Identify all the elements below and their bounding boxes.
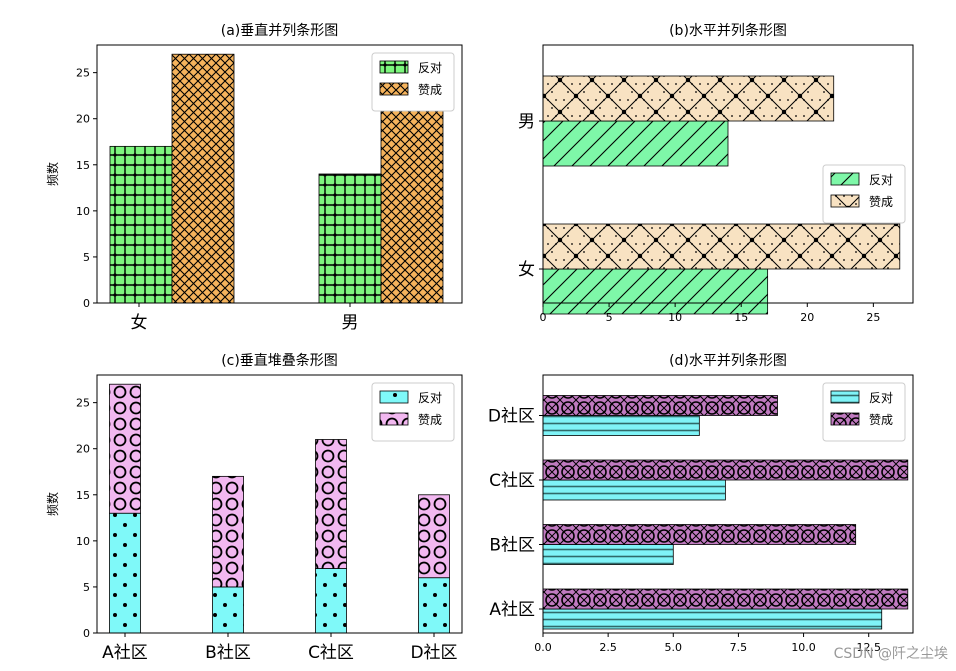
axes-frame-d: [542, 374, 914, 634]
ytick-label-a-5: 25: [76, 67, 90, 80]
ytick-label-d-0: A社区: [489, 600, 535, 620]
ytick-label-a-2: 10: [76, 205, 90, 218]
ytick-label-a-3: 15: [76, 159, 90, 172]
bar-b-1-0: [542, 223, 901, 270]
legend-swatch-d-1: [830, 412, 860, 426]
bar-c-0-2: [315, 568, 347, 634]
bar-d-0-2: [542, 479, 726, 501]
chart-title-b: (b)水平并列条形图: [669, 22, 787, 39]
xtick-label-c-2: C社区: [308, 643, 354, 663]
bar-a-1-0: [171, 53, 235, 304]
axes-frame-a: [96, 44, 463, 304]
legend-label-c-1: 赞成: [418, 413, 442, 427]
xtick-label-d-4: 10.0: [791, 641, 816, 654]
xtick-label-d-1: 2.5: [599, 641, 617, 654]
legend-label-b-0: 反对: [869, 173, 893, 187]
legend-swatch-a-0: [379, 60, 409, 74]
bar-c-0-1: [212, 586, 244, 634]
legend-label-d-1: 赞成: [869, 413, 893, 427]
subplot-d: (d)水平并列条形图 0.0 2.5 5.0 7.5 10.0 12.5 A社区 B社区 C社区 D…: [488, 352, 914, 654]
xtick-label-d-0: 0.0: [534, 641, 552, 654]
ytick-label-d-3: D社区: [488, 407, 535, 427]
ytick-label-b-1: 男: [518, 112, 535, 132]
bar-a-1-1: [380, 99, 444, 304]
xtick-label-b-3: 15: [734, 311, 748, 324]
ytick-label-a-0: 0: [83, 297, 90, 310]
legend-label-a-0: 反对: [418, 61, 442, 75]
ytick-label-a-4: 20: [76, 113, 90, 126]
xtick-label-c-3: D社区: [410, 643, 457, 663]
bar-b-0-0: [542, 268, 769, 315]
bar-c-1-2: [315, 439, 347, 569]
bar-b-1-1: [542, 75, 835, 122]
legend-label-d-0: 反对: [869, 391, 893, 405]
bar-b-0-1: [542, 120, 729, 167]
bar-c-0-0: [109, 512, 141, 634]
ylabel-a: 频数: [45, 162, 60, 186]
bar-d-0-0: [542, 608, 883, 630]
ytick-label-c-3: 15: [76, 489, 90, 502]
ytick-label-d-1: B社区: [489, 536, 535, 556]
legend-swatch-d-0: [830, 390, 860, 404]
legend-swatch-a-1: [379, 82, 409, 96]
xtick-label-b-4: 20: [800, 311, 814, 324]
xtick-label-d-2: 5.0: [665, 641, 683, 654]
watermark-text: CSDN @阡之尘埃: [834, 646, 948, 662]
xtick-label-b-2: 10: [668, 311, 682, 324]
bar-d-1-1: [542, 524, 857, 545]
bar-d-1-3: [542, 395, 778, 416]
axes-frame-c: [96, 374, 463, 634]
ytick-label-c-1: 5: [83, 581, 90, 594]
bar-c-1-3: [418, 494, 450, 579]
legend-swatch-c-1: [379, 412, 409, 426]
ytick-label-c-4: 20: [76, 443, 90, 456]
bar-d-0-3: [542, 415, 700, 436]
chart-title-a: (a)垂直并列条形图: [221, 22, 339, 39]
xtick-label-b-5: 25: [866, 311, 880, 324]
bar-c-0-3: [418, 577, 450, 634]
ytick-label-c-2: 10: [76, 535, 90, 548]
bar-d-1-0: [542, 588, 909, 610]
bar-d-0-1: [542, 544, 674, 565]
xtick-label-c-0: A社区: [102, 643, 148, 663]
ytick-label-c-0: 0: [83, 627, 90, 640]
xtick-label-d-3: 7.5: [730, 641, 748, 654]
chart-title-c: (c)垂直堆叠条形图: [221, 352, 338, 369]
ylabel-c: 频数: [45, 492, 60, 516]
xtick-label-d-5: 12.5: [856, 641, 881, 654]
xtick-label-b-0: 0: [540, 311, 547, 324]
xtick-label-a-0: 女: [131, 313, 148, 333]
bar-a-0-0: [109, 145, 173, 304]
legend-label-c-0: 反对: [418, 391, 442, 405]
legend-label-a-1: 赞成: [418, 83, 442, 97]
xtick-label-a-1: 男: [342, 313, 359, 333]
bar-c-1-0: [109, 383, 141, 514]
ytick-label-a-1: 5: [83, 251, 90, 264]
ytick-label-b-0: 女: [518, 260, 535, 280]
chart-title-d: (d)水平并列条形图: [669, 352, 787, 369]
legend-swatch-c-0: [379, 390, 409, 404]
xtick-label-c-1: B社区: [205, 643, 251, 663]
axes-frame-b: [542, 44, 914, 304]
legend-swatch-b-0: [830, 172, 860, 186]
bar-d-1-2: [542, 459, 909, 481]
ytick-label-d-2: C社区: [489, 471, 535, 491]
ytick-label-c-5: 25: [76, 397, 90, 410]
legend-label-b-1: 赞成: [869, 195, 893, 209]
legend-swatch-b-1: [830, 194, 860, 208]
xtick-label-b-1: 5: [606, 311, 613, 324]
bar-c-1-1: [212, 475, 244, 588]
bar-a-0-1: [318, 173, 382, 304]
